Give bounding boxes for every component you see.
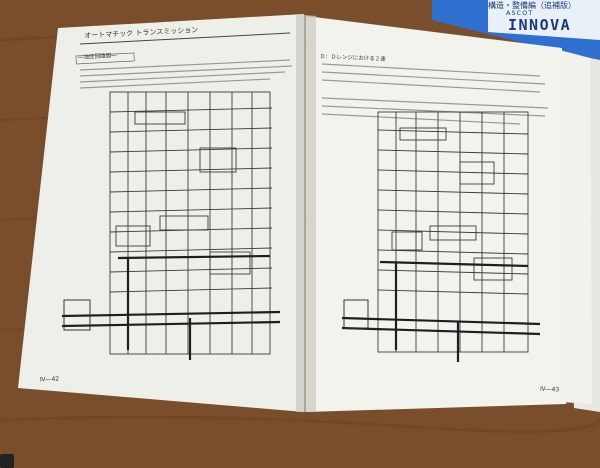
book-spine <box>296 14 316 412</box>
right-page-number: Ⅳ―43 <box>539 385 560 394</box>
left-pump-block <box>63 299 91 331</box>
left-diagram-bold-lines <box>61 254 281 360</box>
left-page-number: Ⅳ―42 <box>39 375 60 384</box>
right-hydraulic-diagram <box>377 111 529 353</box>
left-title-rule <box>79 32 291 45</box>
cover-subtitle: 構造・整備編（追補版） <box>488 1 576 10</box>
left-paragraph <box>79 59 293 89</box>
cover-label-panel <box>488 0 600 40</box>
left-section-box <box>75 52 135 65</box>
left-hydraulic-diagram <box>109 91 273 355</box>
right-pump-block <box>343 299 369 329</box>
gear-icon <box>0 454 14 468</box>
cover-model-name: INNOVA <box>508 16 572 34</box>
photo-drawing <box>18 0 600 412</box>
right-page <box>306 16 566 412</box>
right-paragraph <box>321 63 549 125</box>
right-diagram-bold-lines <box>341 260 541 362</box>
cover-brand: ASCOT <box>506 9 534 17</box>
